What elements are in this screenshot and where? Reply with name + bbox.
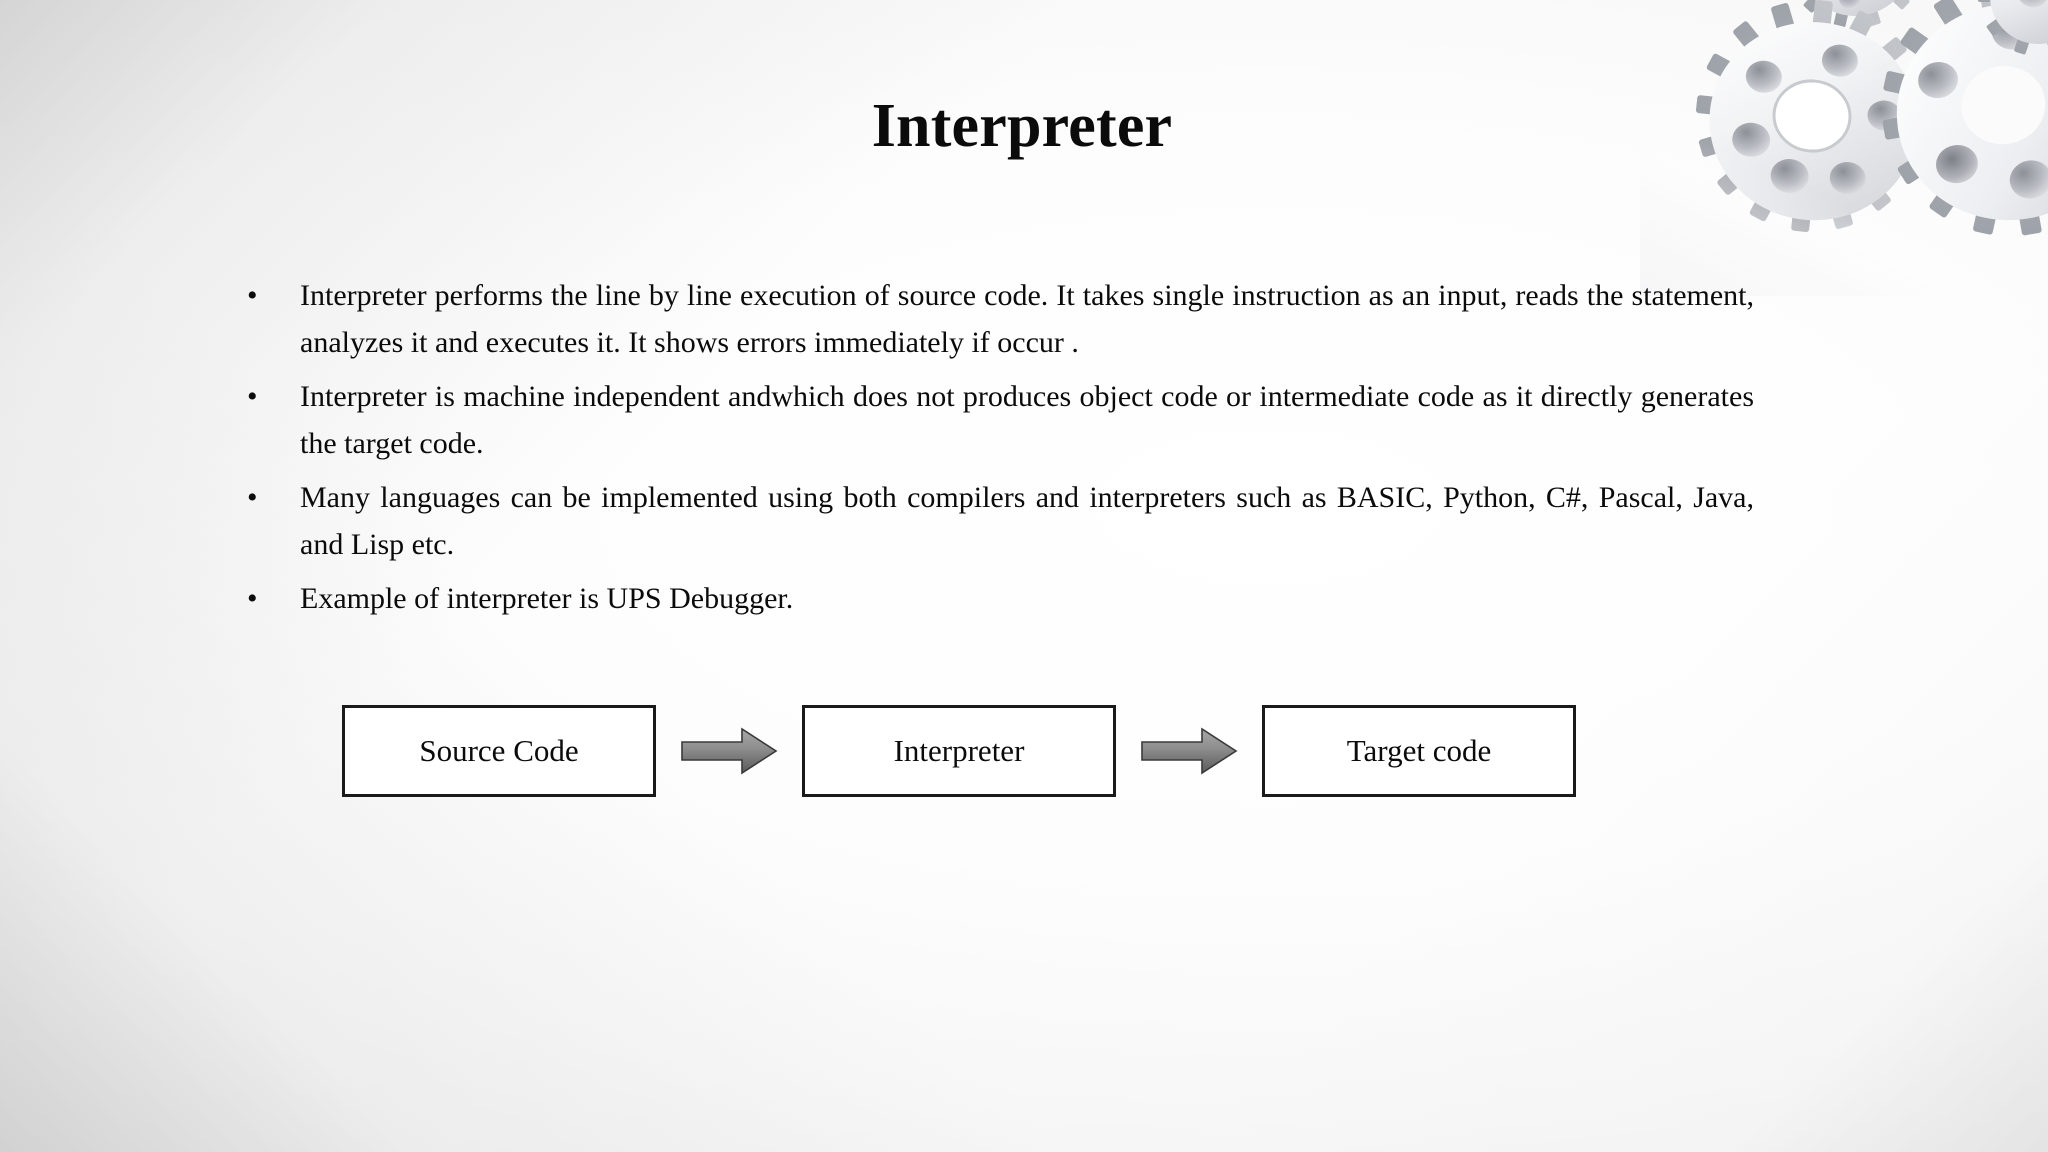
right-arrow-icon — [1141, 727, 1238, 775]
flow-box-target-code-label: Target code — [1346, 733, 1492, 768]
bullet-point-icon: • — [247, 481, 258, 514]
list-item: • Interpreter is machine independent and… — [232, 373, 1754, 467]
list-item: • Many languages can be implemented usin… — [232, 474, 1754, 568]
bullet-point-icon: • — [247, 380, 258, 413]
list-item-text: Many languages can be implemented using … — [300, 481, 1754, 561]
flow-box-source-code: Source Code — [342, 705, 656, 797]
list-item-text: Interpreter performs the line by line ex… — [300, 279, 1754, 359]
bullet-list: • Interpreter performs the line by line … — [232, 272, 1754, 629]
flow-arrow-1 — [656, 705, 802, 797]
flow-box-interpreter-label: Interpreter — [893, 733, 1025, 768]
flow-box-target-code: Target code — [1262, 705, 1576, 797]
list-item-text: Example of interpreter is UPS Debugger. — [300, 582, 794, 615]
flow-arrow-2 — [1116, 705, 1262, 797]
right-arrow-icon — [681, 727, 778, 775]
bullet-point-icon: • — [247, 582, 258, 615]
flow-box-interpreter: Interpreter — [802, 705, 1116, 797]
list-item: • Interpreter performs the line by line … — [232, 272, 1754, 366]
list-item: • Example of interpreter is UPS Debugger… — [232, 575, 1754, 622]
flow-diagram: Source Code Interpreter — [342, 705, 1576, 797]
bullet-point-icon: • — [247, 279, 258, 312]
slide-title-text: Interpreter — [871, 92, 1173, 160]
list-item-text: Interpreter is machine independent andwh… — [300, 380, 1754, 460]
slide-title: Interpreter — [0, 95, 2048, 157]
flow-box-source-code-label: Source Code — [419, 733, 579, 768]
